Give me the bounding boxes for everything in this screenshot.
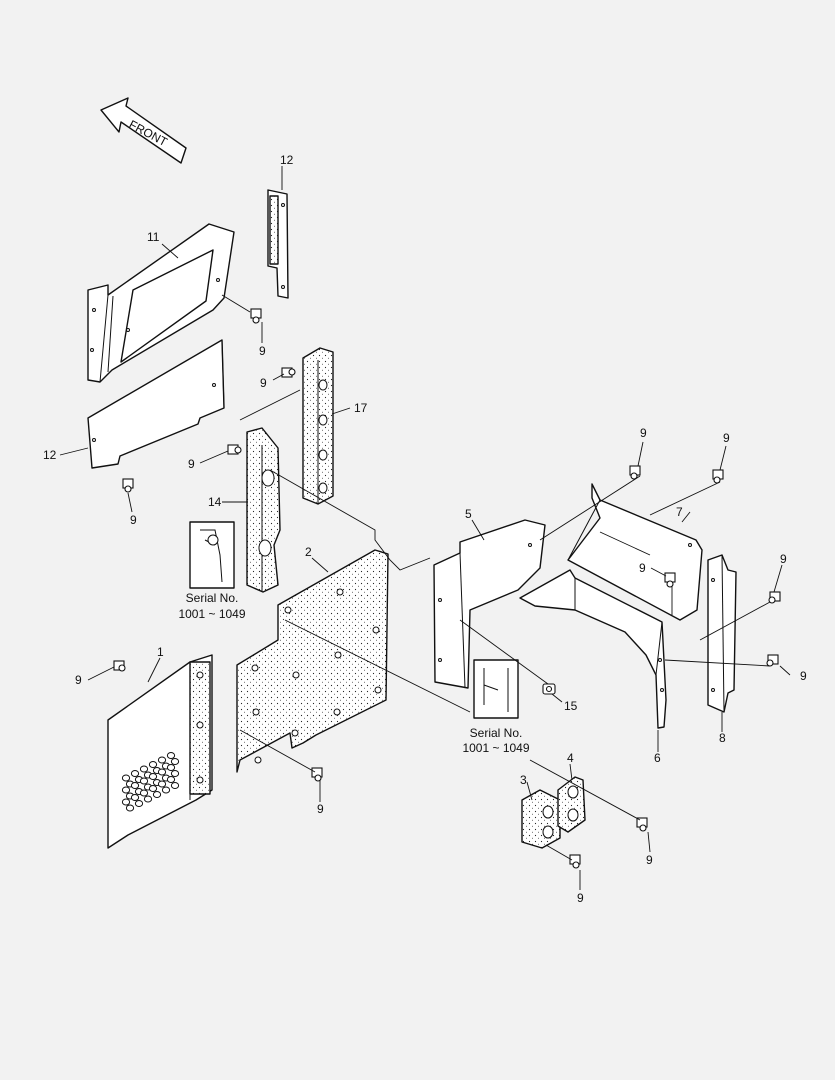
grille-holes bbox=[121, 752, 180, 812]
bolt-icon bbox=[664, 572, 676, 588]
callout-8: 8 bbox=[719, 731, 726, 745]
grille-hole bbox=[166, 764, 176, 771]
callout-9-b: 9 bbox=[260, 376, 267, 390]
grille-hole bbox=[157, 768, 167, 776]
callout-9-k: 9 bbox=[317, 802, 324, 816]
grille-hole bbox=[148, 785, 158, 792]
grille-hole bbox=[130, 782, 140, 789]
grille-hole bbox=[157, 756, 167, 764]
bolt-icon bbox=[766, 654, 779, 667]
bolt-icon bbox=[311, 767, 323, 782]
callout-7: 7 bbox=[676, 505, 683, 519]
bolt-icon bbox=[250, 308, 262, 324]
grille-hole bbox=[134, 800, 144, 807]
grille-hole bbox=[170, 770, 180, 777]
callout-13: 12 bbox=[280, 153, 294, 167]
callout-12: 12 bbox=[43, 448, 57, 462]
grille-hole bbox=[130, 770, 140, 777]
part-13-strip bbox=[267, 189, 289, 299]
callout-9-j: 9 bbox=[75, 673, 82, 687]
grille-hole bbox=[139, 777, 149, 785]
callout-4: 4 bbox=[567, 751, 574, 765]
grille-hole bbox=[161, 786, 171, 794]
leader-lines bbox=[59, 166, 791, 890]
part-17-foam-block bbox=[302, 347, 334, 505]
grille-hole bbox=[121, 786, 131, 794]
callout-9-h: 9 bbox=[780, 552, 787, 566]
part-8-side-plate bbox=[707, 554, 737, 713]
serial-note-line2-right: 1001 ~ 1049 bbox=[462, 741, 529, 755]
part-2-foam-panel bbox=[236, 549, 389, 773]
part-11-frame bbox=[87, 223, 235, 383]
grille-hole bbox=[121, 798, 131, 806]
grille-hole bbox=[143, 795, 153, 803]
serial-note-line1: Serial No. bbox=[186, 591, 239, 605]
callout-5: 5 bbox=[465, 507, 472, 521]
bolt-icon bbox=[569, 854, 581, 869]
bolt-icon bbox=[629, 465, 641, 480]
callout-15: 15 bbox=[564, 699, 578, 713]
callout-9-a: 9 bbox=[259, 344, 266, 358]
callout-2: 2 bbox=[305, 545, 312, 559]
grille-hole bbox=[148, 773, 158, 780]
bolt-icons bbox=[113, 308, 781, 869]
grille-hole bbox=[139, 765, 149, 773]
serial-note-line2: 1001 ~ 1049 bbox=[178, 607, 245, 621]
part-14-foam-bracket bbox=[246, 427, 281, 593]
part-4-block bbox=[557, 776, 586, 833]
callout-14: 14 bbox=[208, 495, 222, 509]
callout-9-e: 9 bbox=[640, 426, 647, 440]
callout-9-f: 9 bbox=[723, 431, 730, 445]
part-12-plate bbox=[87, 339, 225, 469]
bolt-icon bbox=[227, 444, 242, 455]
grille-hole bbox=[166, 752, 176, 759]
grille-hole bbox=[170, 782, 180, 789]
part-6-lower-bracket bbox=[519, 569, 667, 729]
callout-labels: 12 11 9 9 17 12 9 14 9 2 5 9 9 7 9 9 9 1… bbox=[43, 153, 807, 905]
callout-1: 1 bbox=[157, 645, 164, 659]
grille-hole bbox=[157, 780, 167, 788]
callout-9-c: 9 bbox=[188, 457, 195, 471]
bolt-icon bbox=[712, 469, 724, 484]
grille-hole bbox=[130, 794, 140, 801]
callout-9-d: 9 bbox=[130, 513, 137, 527]
bolt-icon bbox=[768, 591, 781, 604]
serial-note-line1-right: Serial No. bbox=[470, 726, 523, 740]
front-arrow-icon: FRONT bbox=[100, 97, 187, 164]
part-1-grille-plate bbox=[107, 654, 213, 849]
callout-3: 3 bbox=[520, 773, 527, 787]
grille-hole bbox=[139, 789, 149, 797]
bolt-icon bbox=[636, 817, 648, 832]
callout-11: 11 bbox=[147, 230, 160, 244]
detail-inset-left: Serial No. 1001 ~ 1049 bbox=[178, 521, 246, 621]
callout-9-g: 9 bbox=[639, 561, 646, 575]
part-3-block bbox=[521, 789, 561, 849]
bolt-icon bbox=[113, 660, 126, 672]
grille-hole bbox=[152, 791, 162, 798]
callout-9-i: 9 bbox=[800, 669, 807, 683]
nut-icon bbox=[542, 683, 556, 695]
callout-9-m: 9 bbox=[577, 891, 584, 905]
callout-9-l: 9 bbox=[646, 853, 653, 867]
detail-inset-right: Serial No. 1001 ~ 1049 bbox=[462, 659, 530, 755]
grille-hole bbox=[125, 804, 135, 812]
grille-hole bbox=[148, 761, 158, 768]
bolt-icon bbox=[281, 367, 296, 378]
grille-hole bbox=[121, 774, 131, 782]
grille-hole bbox=[166, 776, 176, 783]
callout-17: 17 bbox=[354, 401, 368, 415]
callout-6: 6 bbox=[654, 751, 661, 765]
grille-hole bbox=[170, 758, 180, 765]
bolt-icon bbox=[122, 478, 134, 493]
part-5-bracket bbox=[433, 519, 546, 689]
